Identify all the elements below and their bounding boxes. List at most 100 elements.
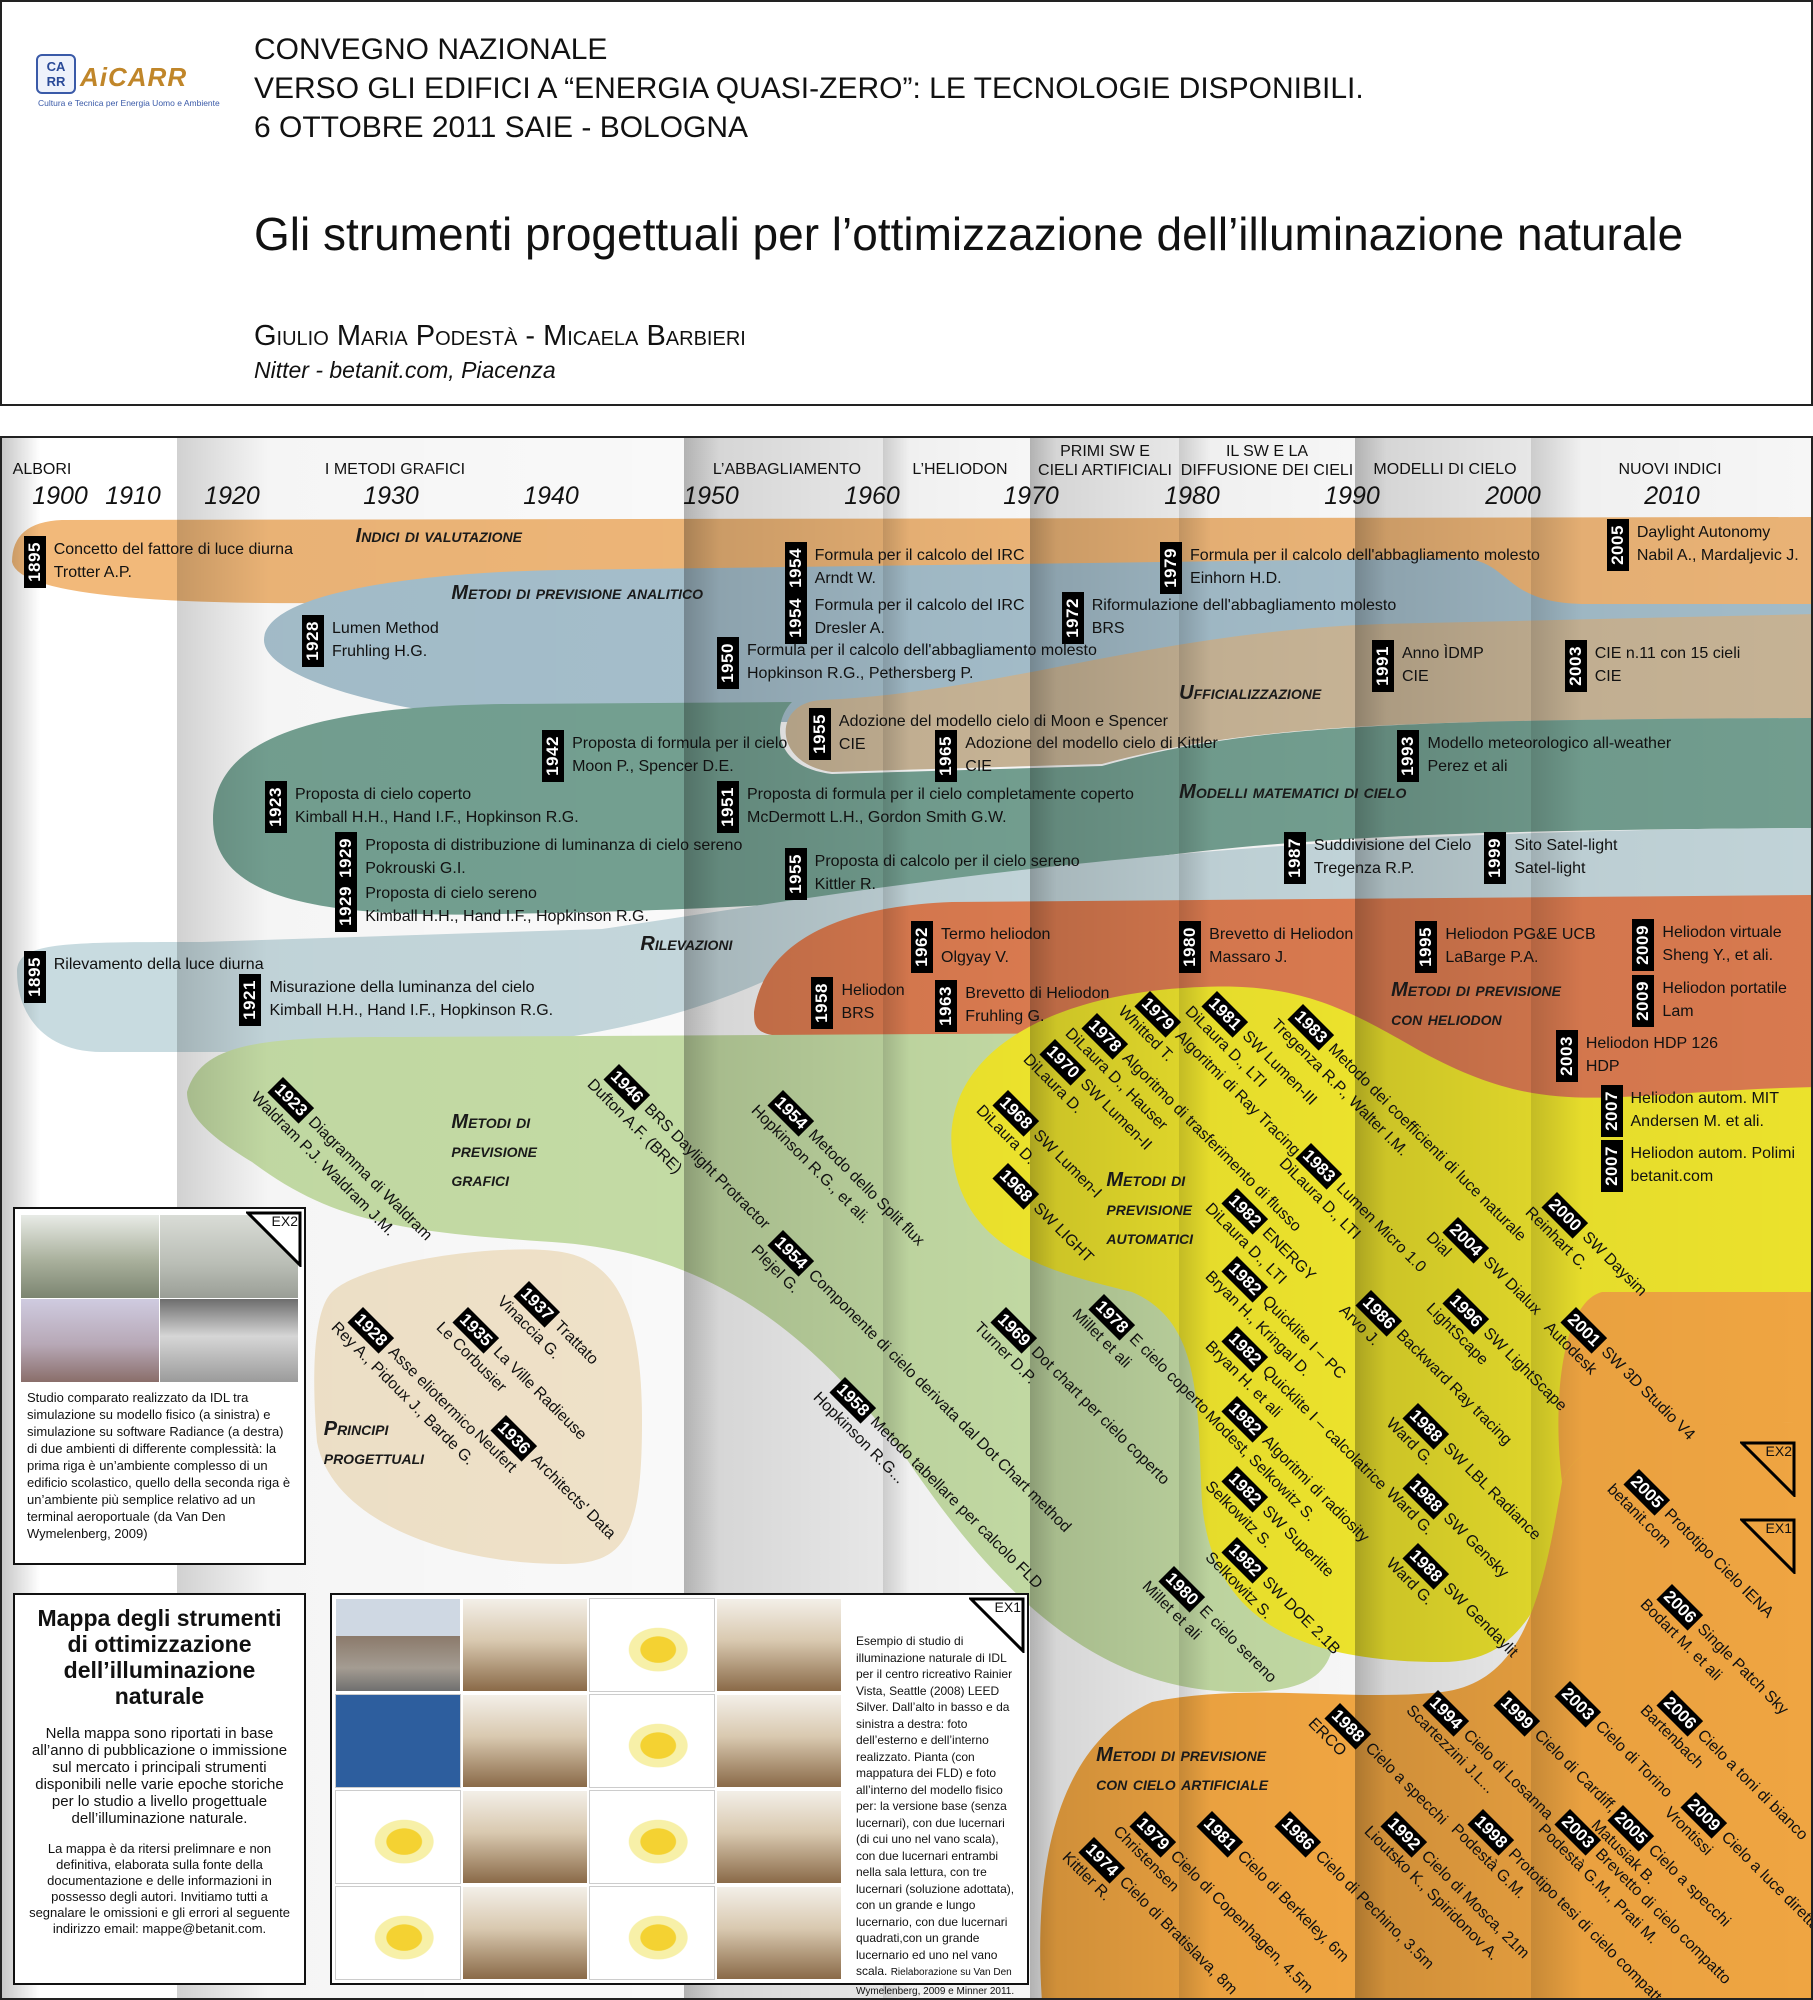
ex2-map-marker[interactable]: EX2: [1738, 1441, 1796, 1499]
ex1-caption-text: Esempio di studio di illuminazione natur…: [856, 1634, 1015, 1978]
entry-title: Lumen Method: [332, 619, 439, 637]
entry-year: 2003: [1565, 646, 1585, 687]
ex1-daylight-factor-plan: [589, 1886, 715, 1980]
region-principi-progettuali: [314, 1249, 642, 1564]
ex1-label: EX1: [994, 1599, 1021, 1615]
category-title: Ufficializzazione: [1179, 681, 1322, 704]
entry-title: Anno ÌDMP: [1401, 645, 1484, 663]
entry-title: Suddivisione del Cielo: [1313, 836, 1472, 854]
year-badge: 1921: [239, 973, 262, 1026]
entry-title: Daylight Autonomy: [1636, 524, 1771, 542]
ex1-daylight-factor-plan: [589, 1694, 715, 1788]
entry-title: Proposta di formula per il cielo complet…: [746, 785, 1134, 803]
entry-author: CIE: [838, 736, 866, 754]
ex1-model-photo: [717, 1791, 841, 1883]
year-badge: 2007: [1600, 1139, 1623, 1192]
era-label: I METODI GRAFICI: [324, 461, 466, 478]
category-title: Metodi di previsione con heliodon: [1391, 979, 1561, 1031]
entry-author: Einhorn H.D.: [1190, 570, 1282, 588]
entry-year: 1950: [717, 642, 737, 683]
entry-author: Andersen M. et ali.: [1630, 1112, 1764, 1130]
poster-title: Gli strumenti progettuali per l’ottimizz…: [254, 208, 1684, 260]
entry-year: 1955: [785, 854, 805, 895]
entry-title: Proposta di calcolo per il cielo sereno: [814, 853, 1080, 871]
entry-year: 1895: [24, 956, 44, 997]
entry-title: Formula per il calcolo dell'abbagliament…: [746, 641, 1097, 659]
entry-author: Arndt W.: [814, 570, 876, 588]
year-badge: 1962: [911, 921, 934, 974]
authors: Giulio Maria Podestà - Micaela Barbieri: [254, 320, 746, 352]
entry-title: Modello meteorologico all-weather: [1427, 734, 1672, 752]
entry-author: BRS: [841, 1005, 875, 1023]
entry-year: 1979: [1161, 548, 1181, 588]
entry-author: Pokrouski G.I.: [365, 859, 466, 877]
entry-year: 1958: [812, 983, 832, 1024]
aicarr-logo: CA RR AiCARR Cultura e Tecnica per Energ…: [36, 54, 220, 114]
entry-year: 1929: [336, 886, 356, 927]
year-axis-tick: 1910: [105, 482, 161, 510]
region-ufficializzazione: [785, 614, 1811, 772]
conference-line: VERSO GLI EDIFICI A “ENERGIA QUASI-ZERO”…: [254, 72, 1364, 105]
entry-year: 1995: [1416, 927, 1436, 968]
year-badge: 1954: [784, 542, 807, 595]
year-axis-tick: 1920: [204, 482, 260, 510]
entry-year: 1955: [809, 714, 829, 754]
ex2-example-box: EX2 Studio comparato realizzato da IDL t…: [13, 1207, 306, 1565]
entry-title: Proposta di distribuzione di luminanza d…: [365, 836, 743, 854]
ex1-daylight-factor-plan: [335, 1694, 461, 1788]
year-badge: 1923: [265, 780, 287, 833]
region-cielo-artificiale: [1040, 1422, 1811, 1998]
year-badge: 1955: [808, 708, 831, 761]
entry-year: 2009: [1633, 980, 1653, 1021]
entry-year: 2007: [1601, 1145, 1621, 1186]
entry-year: 2009: [1633, 924, 1653, 965]
map-title: Mappa degli strumenti di ottimizzazione …: [37, 1605, 282, 1709]
entry-title: Rilevamento della luce diurna: [53, 955, 264, 973]
era-label: IL SW E LA DIFFUSIONE DEI CIELI: [1180, 443, 1354, 479]
ex1-model-photo: [717, 1887, 841, 1979]
year-badge: 2007: [1600, 1084, 1623, 1137]
year-badge: 1999: [1484, 831, 1507, 884]
conference-line: 6 OTTOBRE 2011 SAIE - BOLOGNA: [254, 111, 749, 144]
entry-title: Heliodon autom. Polimi: [1630, 1144, 1796, 1162]
category-title: Metodi di previsione con cielo artificia…: [1096, 1743, 1269, 1795]
ex1-credit: Rielaborazione su Van Den Wymelenberg, 2…: [856, 1967, 1015, 1997]
map-intro: Nella mappa sono riportati in base all’a…: [31, 1725, 288, 1827]
entry-year: 1993: [1398, 735, 1418, 776]
entry-author: CIE: [965, 757, 992, 775]
entry-author: Satel-light: [1514, 859, 1586, 877]
entry-year: 1942: [543, 735, 563, 776]
entry-author: CIE: [1594, 668, 1622, 686]
category-title: Modelli matematici di cielo: [1179, 781, 1407, 804]
entry-year: 1999: [1485, 837, 1505, 878]
era-label: L’ABBAGLIAMENTO: [712, 461, 862, 478]
entry-title: Misurazione della luminanza del cielo: [269, 978, 535, 996]
year-badge: 1929: [335, 831, 358, 884]
era-label: NUOVI INDICI: [1618, 461, 1722, 478]
entry-author: Fruhling G.: [965, 1007, 1045, 1025]
category-title: Indici di valutazione: [355, 524, 522, 547]
entry-title: Sito Satel-light: [1514, 836, 1618, 854]
entry-year: 1962: [912, 927, 932, 968]
year-axis-tick: 1990: [1324, 482, 1380, 510]
entry-author: Olgyay V.: [941, 949, 1009, 967]
category-title: Metodi di previsione automatici: [1106, 1169, 1193, 1250]
ex2-photo: [21, 1215, 159, 1298]
map-description-box: Mappa degli strumenti di ottimizzazione …: [13, 1593, 306, 1985]
year-badge: 1963: [935, 979, 958, 1032]
entry-author: Dresler A.: [814, 619, 885, 637]
ex1-daylight-factor-plan: [335, 1886, 461, 1980]
entry-year: 1965: [936, 735, 956, 776]
year-badge: 1980: [1179, 921, 1202, 974]
era-label: L’HELIODON: [912, 461, 1008, 478]
entry-year: 1963: [936, 986, 956, 1026]
entry-title: Riformulazione dell'abbagliamento molest…: [1091, 596, 1397, 614]
entry-year: 1987: [1284, 837, 1304, 878]
entry-author: Lam: [1662, 1002, 1694, 1020]
year-badge: 1965: [935, 729, 958, 782]
year-badge: 1991: [1371, 640, 1394, 693]
entry-title: Heliodon: [841, 982, 905, 1000]
ex1-map-marker[interactable]: EX1: [1738, 1518, 1796, 1576]
ex1-daylight-factor-plan: [589, 1598, 715, 1692]
poster-header: CA RR AiCARR Cultura e Tecnica per Energ…: [0, 0, 1813, 406]
